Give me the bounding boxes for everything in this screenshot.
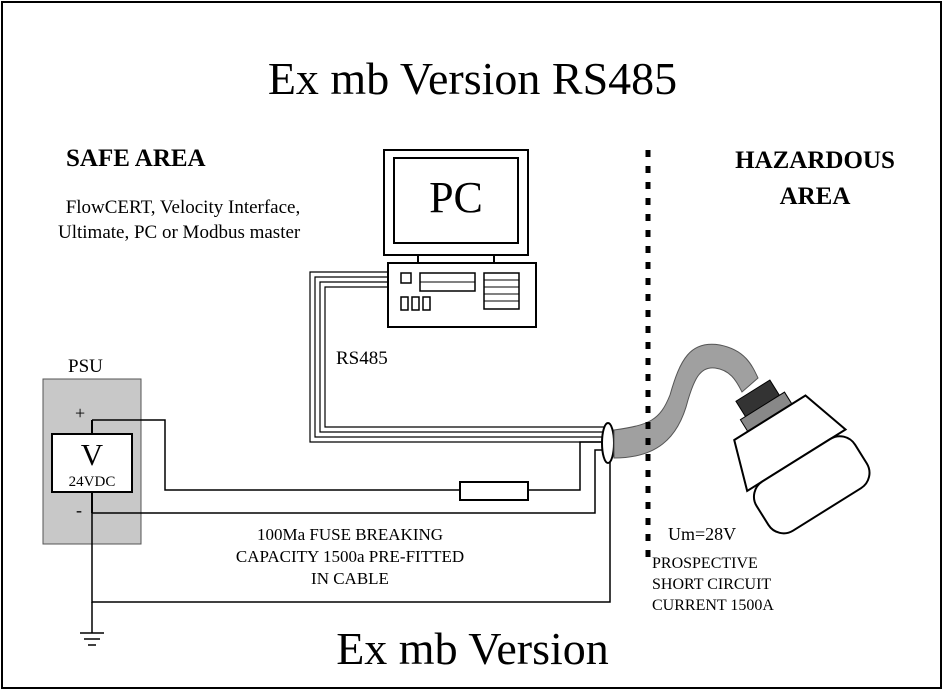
sensor-hose xyxy=(613,343,759,459)
psu-plus-terminal: + xyxy=(75,403,86,423)
psu-voltage-symbol: V xyxy=(80,437,104,472)
negative-wire xyxy=(92,449,604,514)
psu-label: PSU xyxy=(68,356,103,377)
fuse-line1: 100Ma FUSE BREAKING xyxy=(256,525,444,544)
sensor-icon xyxy=(733,379,871,535)
fuse-line3: IN CABLE xyxy=(311,569,389,588)
short-circuit-line2: SHORT CIRCUIT xyxy=(652,576,772,593)
safe-desc-line2: Ultimate, PC or Modbus master xyxy=(58,222,301,243)
ground-icon xyxy=(80,602,104,646)
safe-area-description: FlowCERT, Velocity Interface, Ultimate, … xyxy=(58,195,300,245)
hazardous-label-line2: AREA xyxy=(779,183,851,210)
psu-rating: 24VDC xyxy=(68,474,116,490)
short-circuit-line1: PROSPECTIVE xyxy=(652,555,758,572)
psu-minus-terminal: - xyxy=(76,500,82,520)
pc-label: PC xyxy=(429,173,483,222)
fuse-symbol xyxy=(459,481,529,501)
positive-wire xyxy=(92,419,460,491)
um-label: Um=28V xyxy=(668,524,737,544)
hazardous-label-line1: HAZARDOUS xyxy=(735,147,895,174)
safe-desc-line1: FlowCERT, Velocity Interface, xyxy=(65,197,301,218)
pc-icon xyxy=(383,149,537,328)
rs485-label: RS485 xyxy=(336,348,388,369)
footer-title: Ex mb Version xyxy=(336,623,609,674)
rs485-cable xyxy=(309,271,604,443)
short-circuit-line3: CURRENT 1500A xyxy=(652,597,774,614)
cable-gland xyxy=(601,422,615,464)
diagram-title: Ex mb Version RS485 xyxy=(267,53,678,104)
fuse-line2: CAPACITY 1500a PRE-FITTED xyxy=(235,547,465,566)
hazardous-area-label: HAZARDOUS AREA xyxy=(700,143,930,215)
fuse-label: 100Ma FUSE BREAKING CAPACITY 1500a PRE-F… xyxy=(200,524,500,590)
safe-area-label: SAFE AREA xyxy=(66,145,206,172)
ground-wire xyxy=(91,460,611,603)
short-circuit-label: PROSPECTIVE SHORT CIRCUIT CURRENT 1500A xyxy=(652,553,774,616)
